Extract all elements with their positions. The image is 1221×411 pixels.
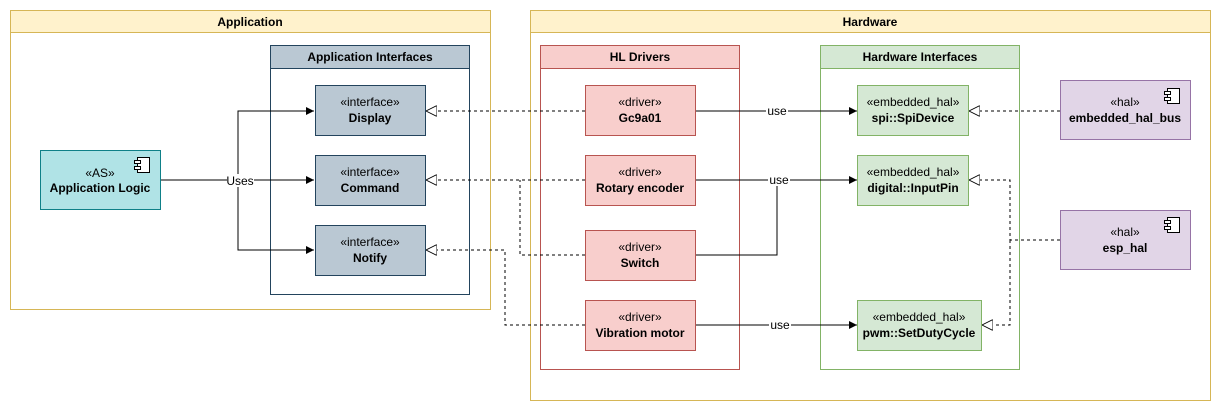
display-stereotype: «interface» xyxy=(340,95,400,109)
edge-app-to-notify xyxy=(237,180,314,254)
input-pin-stereotype: «embedded_hal» xyxy=(867,165,960,179)
hardware-interfaces-title: Hardware Interfaces xyxy=(863,50,978,64)
application-logic-stereotype: «AS» xyxy=(85,166,115,180)
application-frame-title: Application xyxy=(217,15,282,29)
spi-device-node[interactable]: «embedded_hal» spi::SpiDevice xyxy=(857,85,969,136)
display-interface-node[interactable]: «interface» Display xyxy=(315,85,426,136)
rotary-encoder-stereotype: «driver» xyxy=(618,165,662,179)
gc9a01-name: Gc9a01 xyxy=(619,111,662,125)
application-logic-node[interactable]: «AS» Application Logic xyxy=(40,150,161,210)
component-icon xyxy=(134,157,150,173)
switch-stereotype: «driver» xyxy=(618,240,662,254)
gc9a01-driver-node[interactable]: «driver» Gc9a01 xyxy=(585,85,696,136)
input-pin-name: digital::InputPin xyxy=(867,181,958,195)
command-stereotype: «interface» xyxy=(340,165,400,179)
edge-switch-to-digital xyxy=(695,180,778,256)
embedded-hal-bus-node[interactable]: «hal» embedded_hal_bus xyxy=(1060,80,1191,140)
embedded-hal-bus-stereotype: «hal» xyxy=(1110,95,1140,109)
input-pin-node[interactable]: «embedded_hal» digital::InputPin xyxy=(857,155,969,206)
application-interfaces-title: Application Interfaces xyxy=(307,50,433,64)
vibration-motor-driver-node[interactable]: «driver» Vibration motor xyxy=(585,300,696,351)
rotary-encoder-driver-node[interactable]: «driver» Rotary encoder xyxy=(585,155,696,206)
rotary-encoder-name: Rotary encoder xyxy=(596,181,684,195)
edge-labels: Uses use use use xyxy=(226,104,791,332)
embedded-hal-bus-name: embedded_hal_bus xyxy=(1069,111,1181,125)
application-logic-name: Application Logic xyxy=(50,181,151,195)
switch-driver-node[interactable]: «driver» Switch xyxy=(585,230,696,281)
vibration-motor-stereotype: «driver» xyxy=(618,310,662,324)
display-name: Display xyxy=(349,111,392,125)
set-duty-cycle-stereotype: «embedded_hal» xyxy=(873,310,966,324)
esp-hal-name: esp_hal xyxy=(1103,241,1148,255)
spi-device-name: spi::SpiDevice xyxy=(872,111,955,125)
esp-hal-node[interactable]: «hal» esp_hal xyxy=(1060,210,1191,270)
set-duty-cycle-name: pwm::SetDutyCycle xyxy=(863,326,976,340)
set-duty-cycle-node[interactable]: «embedded_hal» pwm::SetDutyCycle xyxy=(857,300,982,351)
edge-esphal-realizes-digital xyxy=(969,180,1060,241)
switch-name: Switch xyxy=(621,256,660,270)
esp-hal-stereotype: «hal» xyxy=(1110,225,1140,239)
edge-esphal-realizes-pwm xyxy=(982,240,1011,325)
notify-interface-node[interactable]: «interface» Notify xyxy=(315,225,426,276)
spi-device-stereotype: «embedded_hal» xyxy=(867,95,960,109)
uses-label: Uses xyxy=(226,174,253,188)
notify-name: Notify xyxy=(353,251,387,265)
edge-vibration-realizes-notify xyxy=(426,250,585,326)
use-spi-label: use xyxy=(767,104,787,118)
use-digital-label: use xyxy=(769,173,789,187)
hardware-frame-title: Hardware xyxy=(843,15,898,29)
vibration-motor-name: Vibration motor xyxy=(595,326,684,340)
dashed-edges xyxy=(426,111,1060,325)
notify-stereotype: «interface» xyxy=(340,235,400,249)
edge-switch-realizes-command xyxy=(519,180,585,256)
gc9a01-stereotype: «driver» xyxy=(618,95,662,109)
command-name: Command xyxy=(341,181,400,195)
component-icon xyxy=(1164,88,1180,104)
use-pwm-label: use xyxy=(770,318,790,332)
component-icon xyxy=(1164,217,1180,233)
command-interface-node[interactable]: «interface» Command xyxy=(315,155,426,206)
hl-drivers-title: HL Drivers xyxy=(610,50,671,64)
